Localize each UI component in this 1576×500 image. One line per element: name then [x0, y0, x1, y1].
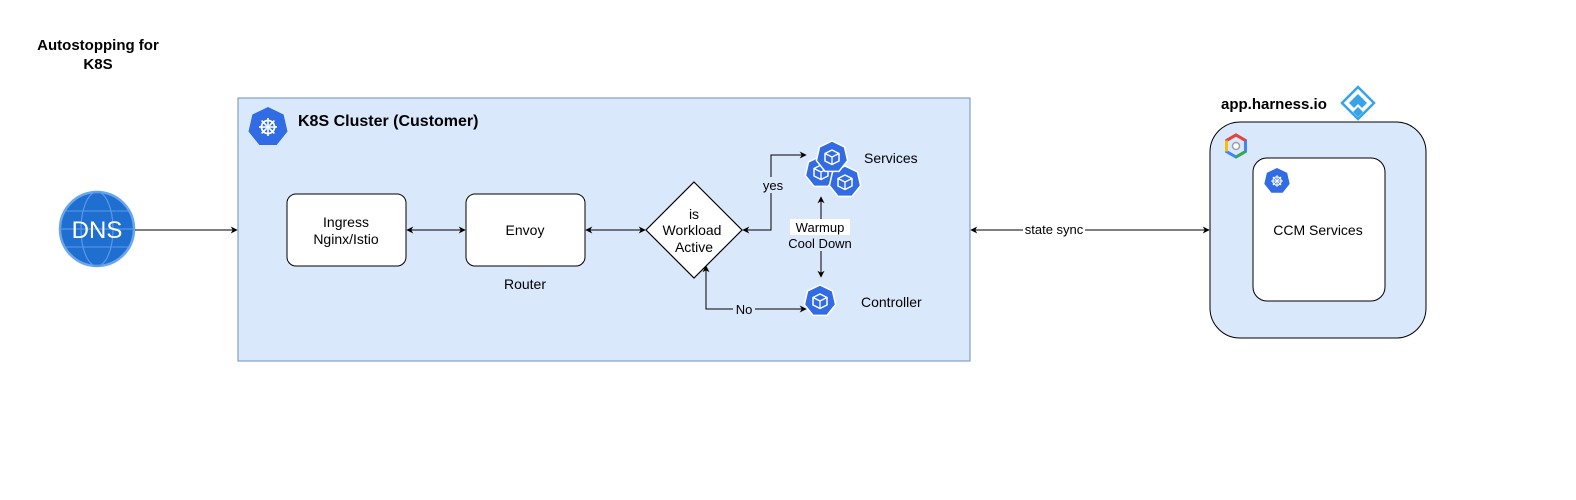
decision-label-line-2: Workload — [663, 222, 722, 238]
kubernetes-cube-icon — [803, 284, 837, 317]
router-label: Router — [504, 276, 546, 292]
dns-globe-icon — [58, 190, 136, 268]
ingress-label-line-2: Nginx/Istio — [313, 231, 379, 247]
controller-label: Controller — [861, 294, 922, 310]
kubernetes-wheel-icon — [1264, 168, 1290, 193]
envoy-box — [465, 193, 586, 267]
cluster-title: K8S Cluster (Customer) — [298, 113, 478, 130]
no-arrow — [702, 265, 807, 313]
dns-label: DNS — [72, 217, 123, 244]
services-label: Services — [864, 150, 918, 166]
kubernetes-wheel-icon — [248, 107, 288, 145]
ccm-services-label: CCM Services — [1273, 222, 1362, 238]
warmup-label: Warmup — [796, 220, 845, 235]
ingress-box — [286, 193, 407, 267]
ccm-services-box — [1252, 157, 1386, 302]
ingress-label-line-1: Ingress — [323, 214, 369, 230]
cooldown-label: Cool Down — [788, 236, 852, 251]
no-label: No — [736, 302, 753, 317]
kubernetes-cube-icon — [815, 140, 849, 173]
diagram-title-line-1: Autostopping for — [37, 37, 159, 54]
diagram-title-line-2: K8S — [83, 56, 112, 73]
workload-active-decision — [645, 181, 743, 279]
envoy-label: Envoy — [506, 222, 545, 238]
harness-logo-icon — [1340, 85, 1376, 121]
decision-label-line-3: Active — [675, 239, 713, 255]
decision-label-line-1: is — [689, 206, 699, 222]
state-sync-label: state sync — [1025, 222, 1084, 237]
yes-label: yes — [763, 178, 784, 193]
google-cloud-icon — [1225, 133, 1247, 159]
harness-label: app.harness.io — [1221, 96, 1327, 113]
kubernetes-cube-icon — [828, 165, 862, 198]
